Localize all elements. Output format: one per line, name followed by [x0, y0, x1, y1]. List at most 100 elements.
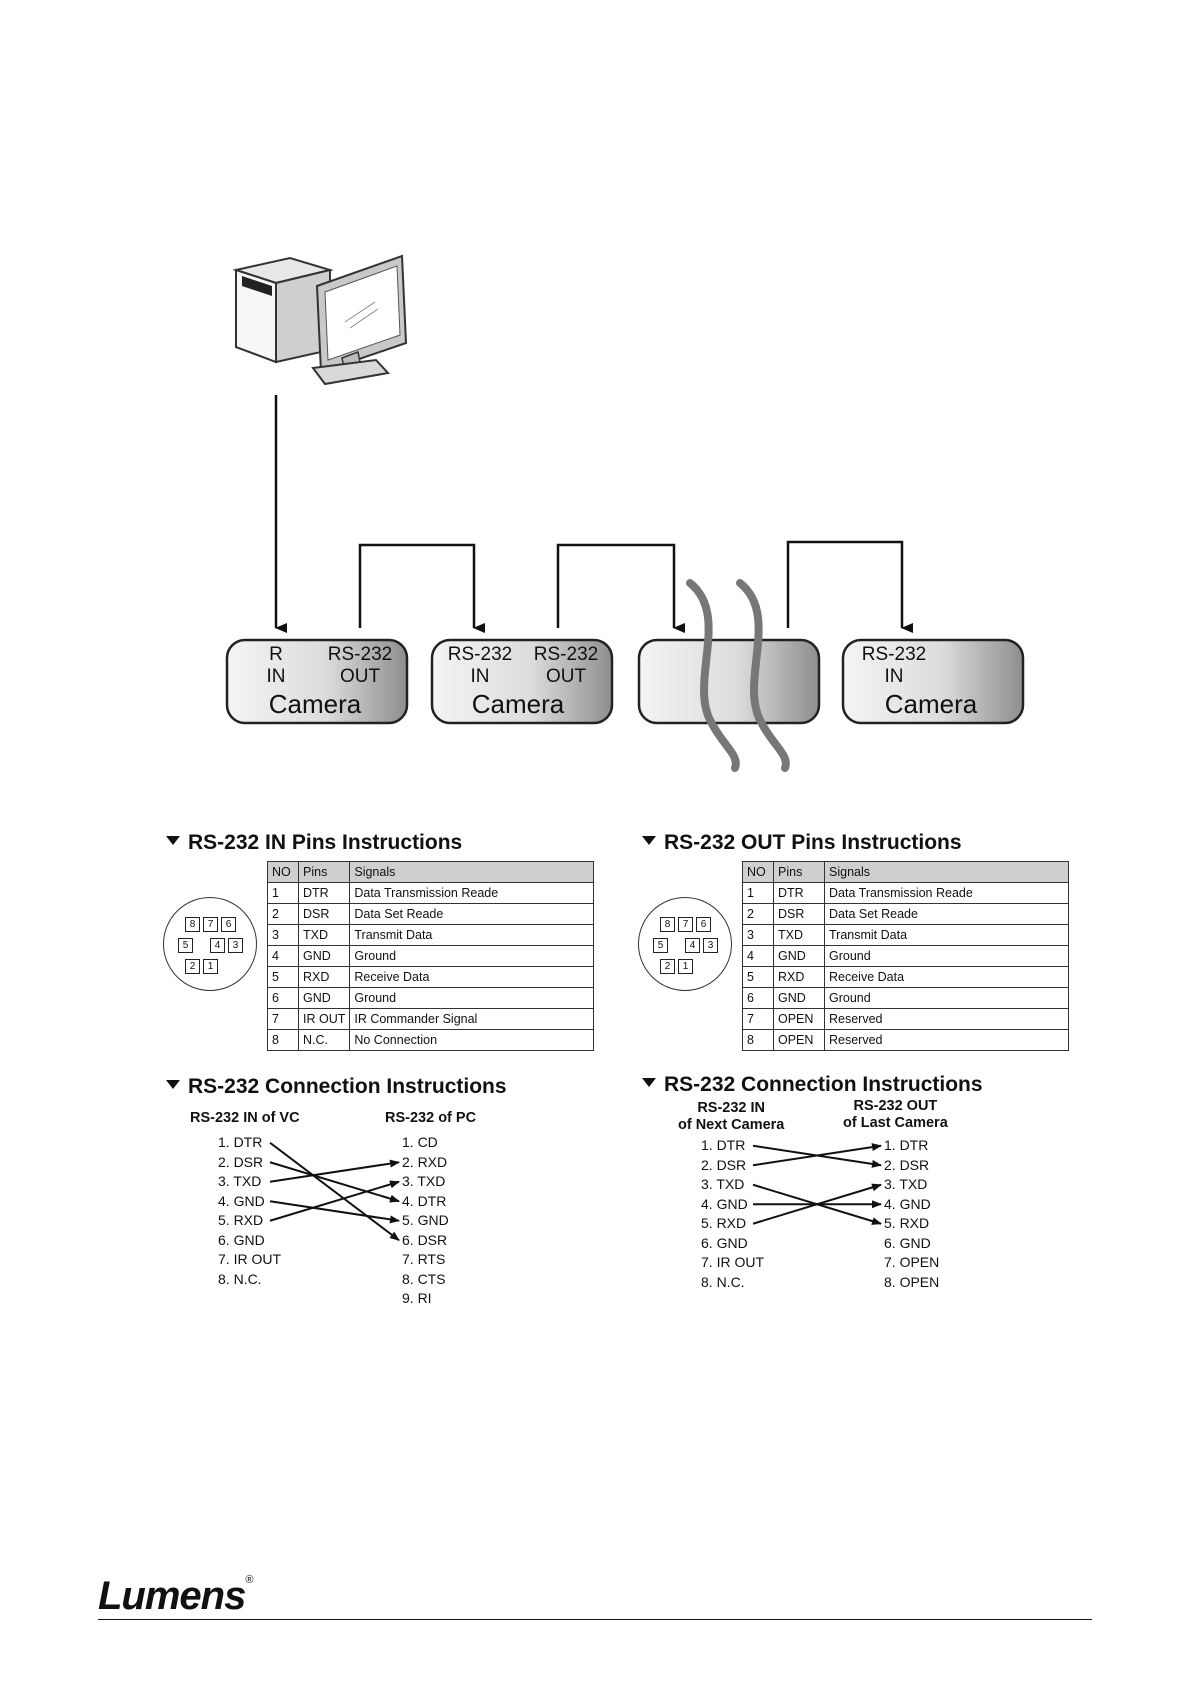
table-cell: DTR — [773, 882, 825, 904]
list-item: 4. DTR — [402, 1192, 447, 1209]
table-cell: 7 — [267, 1008, 299, 1030]
table-cell: 6 — [742, 987, 774, 1009]
pin-box: 2 — [185, 959, 200, 974]
table-cell: 2 — [742, 903, 774, 925]
list-item: 7. IR OUT — [701, 1254, 765, 1270]
table-cell: DSR — [773, 903, 825, 925]
in-pins-header-cell: Signals — [349, 861, 594, 883]
camera-1-name: Camera — [269, 689, 362, 719]
out-pins-header-cell: Signals — [824, 861, 1069, 883]
pin-box: 4 — [210, 938, 225, 953]
list-item: 3. TXD — [402, 1173, 446, 1189]
list-item: 5. RXD — [218, 1212, 264, 1228]
conn-left-vc-heading: RS-232 IN of VC — [190, 1110, 300, 1126]
footer-rule — [98, 1619, 1092, 1620]
pc-icon — [232, 254, 408, 386]
table-cell: Transmit Data — [349, 924, 594, 946]
triangle-bullet-icon — [642, 836, 656, 845]
table-cell: 8 — [267, 1029, 299, 1051]
table-cell: 5 — [267, 966, 299, 988]
pin-box: 4 — [685, 938, 700, 953]
table-cell: 6 — [267, 987, 299, 1009]
out-pins-header-cell: NO — [742, 861, 774, 883]
table-cell: Ground — [349, 987, 594, 1009]
wire-line — [752, 1183, 882, 1225]
conn-right-last-camera-line2: of Last Camera — [843, 1115, 948, 1131]
list-item: 1. CD — [402, 1134, 438, 1150]
list-item: 3. TXD — [701, 1176, 745, 1192]
table-cell: TXD — [773, 924, 825, 946]
out-connector-diagram: 8 7 6 5 4 3 2 1 — [638, 897, 732, 991]
wire-line — [269, 1141, 400, 1242]
table-cell: Reserved — [824, 1029, 1069, 1051]
pin-box: 7 — [203, 917, 218, 932]
in-pins-header-cell: NO — [267, 861, 299, 883]
table-cell: Transmit Data — [824, 924, 1069, 946]
pin-box: 1 — [203, 959, 218, 974]
table-cell: GND — [297, 945, 351, 967]
list-item: 1. DTR — [218, 1134, 263, 1150]
table-cell: Ground — [824, 945, 1069, 967]
list-item: 1. DTR — [701, 1137, 746, 1153]
list-item: 6. GND — [218, 1231, 265, 1248]
pin-box: 3 — [703, 938, 718, 953]
triangle-bullet-icon — [166, 836, 180, 845]
triangle-bullet-icon — [166, 1080, 180, 1089]
pin-box: 5 — [178, 938, 193, 953]
table-cell: 7 — [742, 1008, 774, 1030]
conn-left-title: RS-232 Connection Instructions — [166, 1075, 507, 1099]
list-item: 2. DSR — [218, 1153, 264, 1170]
table-cell: TXD — [297, 924, 351, 946]
list-item: 5. GND — [402, 1212, 449, 1228]
list-item: 3. TXD — [218, 1173, 262, 1189]
pin-box: 6 — [221, 917, 236, 932]
out-pins-title: RS-232 OUT Pins Instructions — [642, 831, 962, 855]
list-item: 8. CTS — [402, 1270, 446, 1287]
table-cell: Data Transmission Reade — [824, 882, 1069, 904]
conn-right-title: RS-232 Connection Instructions — [642, 1073, 983, 1097]
conn-right-last-camera-line1: RS-232 OUT — [853, 1098, 938, 1114]
list-item: 1. DTR — [884, 1137, 929, 1153]
table-cell: RXD — [773, 966, 825, 988]
table-cell: Data Transmission Reade — [349, 882, 594, 904]
list-item: 7. OPEN — [884, 1254, 940, 1270]
table-cell: 8 — [742, 1029, 774, 1051]
wire-line — [269, 1161, 400, 1203]
in-pins-header-cell: Pins — [297, 861, 351, 883]
table-cell: 2 — [267, 903, 299, 925]
list-item: 4. GND — [884, 1195, 931, 1212]
table-cell: DSR — [297, 903, 351, 925]
connection-lines — [274, 395, 913, 633]
out-pins-header-cell: Pins — [773, 861, 825, 883]
list-item: 8. N.C. — [218, 1270, 262, 1287]
pin-box: 7 — [678, 917, 693, 932]
table-cell: 3 — [742, 924, 774, 946]
table-cell: Ground — [824, 987, 1069, 1009]
pin-box: 1 — [678, 959, 693, 974]
lumens-logo: Lumens® — [98, 1574, 253, 1618]
wire-line — [269, 1180, 400, 1222]
list-item: 7. RTS — [402, 1251, 446, 1267]
